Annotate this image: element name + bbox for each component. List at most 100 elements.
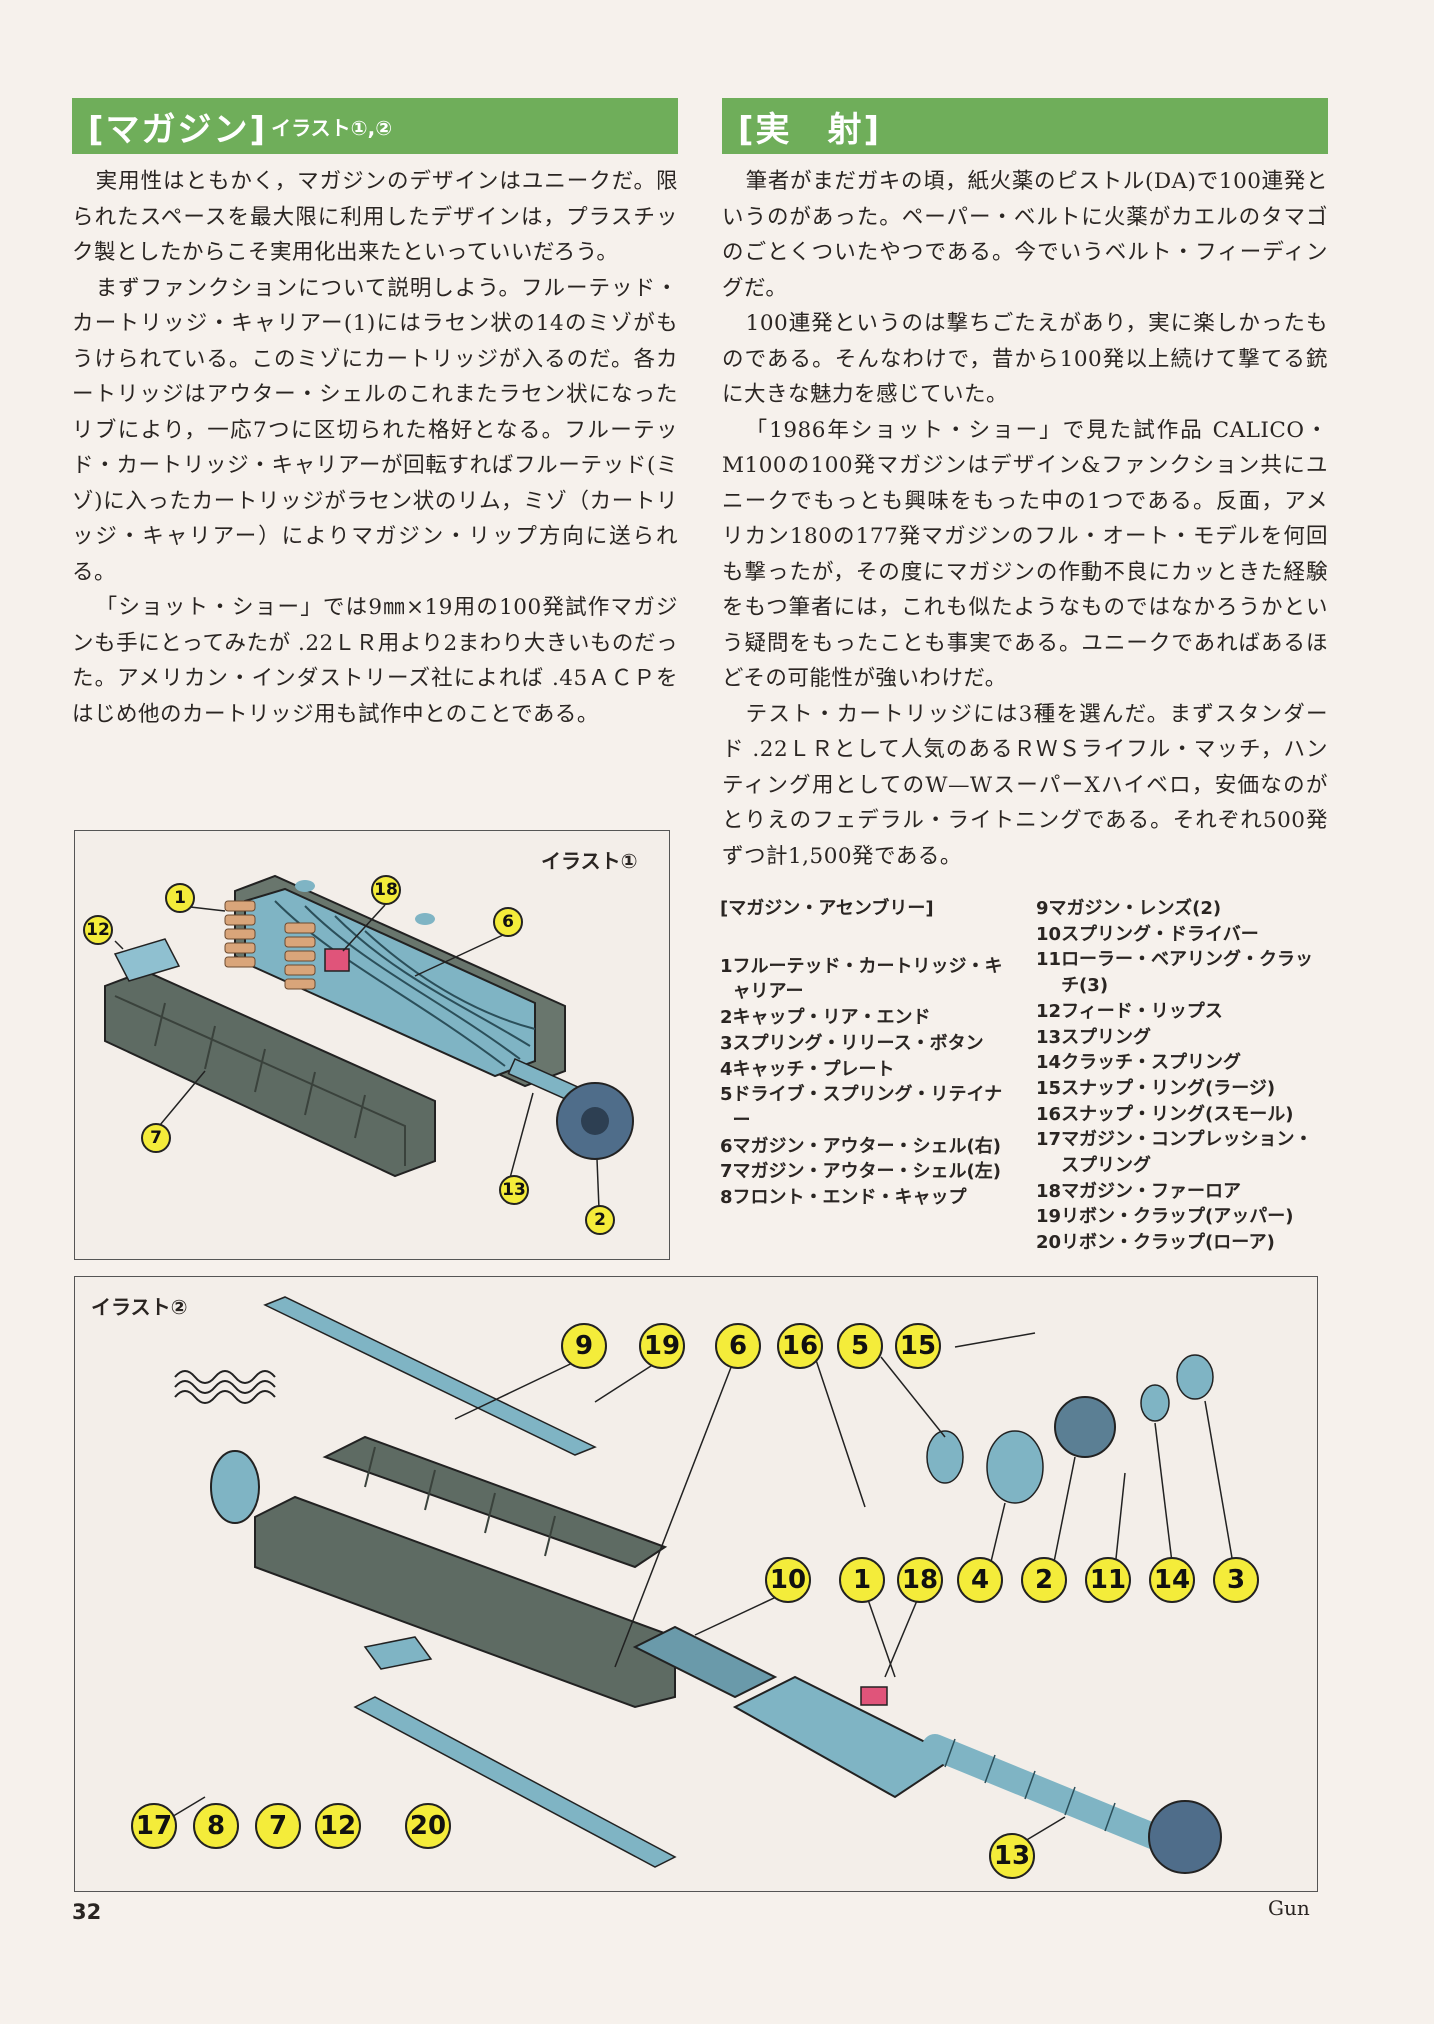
callout-10: 10 [765, 1557, 811, 1603]
callout-12: 12 [83, 915, 113, 945]
part-label: ローラー・ベアリング・クラッチ(3) [1061, 949, 1314, 997]
callout-2: 2 [1021, 1557, 1067, 1603]
heading-text: [マガジン] [88, 109, 268, 150]
part-number: 17 [1036, 1129, 1062, 1151]
part-number: 20 [1036, 1232, 1062, 1254]
part-label: フロント・エンド・キャップ [732, 1187, 967, 1209]
callout-18: 18 [897, 1557, 943, 1603]
heading-text: [実 射] [738, 109, 882, 150]
part-number: 4 [720, 1058, 733, 1080]
right-column: [実 射] 筆者がまだガキの頃，紙火薬のピストル(DA)で100連発というのがあ… [722, 98, 1328, 874]
part-number: 8 [720, 1187, 733, 1209]
callout-19: 19 [639, 1323, 685, 1369]
magazine-name: Gun [1268, 1896, 1310, 1920]
part-label: マガジン・ファーロア [1061, 1180, 1242, 1202]
part-number: 11 [1036, 949, 1062, 971]
part-label: マガジン・アウター・シェル(右) [732, 1135, 1001, 1157]
part-number: 2 [720, 1007, 733, 1029]
part-label: ドライブ・スプリング・リテイナー [732, 1084, 1003, 1131]
callout-2: 2 [585, 1205, 615, 1235]
magazine-section-heading: [マガジン] イラスト①,② [72, 98, 678, 154]
part-number: 15 [1036, 1077, 1062, 1099]
part-label: スプリング・ドライバー [1061, 923, 1259, 945]
callout-15: 15 [895, 1323, 941, 1369]
callout-16: 16 [777, 1323, 823, 1369]
part-label: クラッチ・スプリング [1061, 1052, 1242, 1074]
magazine-cutaway-drawing [104, 874, 634, 1210]
page-number: 32 [72, 1900, 102, 1924]
shooting-section-heading: [実 射] [722, 98, 1328, 154]
magazine-exploded-drawing [154, 1296, 1238, 1874]
part-label: リボン・クラップ(アッパー) [1061, 1206, 1294, 1228]
paragraph: まずファンクションについて説明しよう。フルーテッド・カートリッジ・キャリアー(1… [72, 275, 678, 585]
part-number: 18 [1036, 1180, 1062, 1202]
part-label: マガジン・レンズ(2) [1048, 898, 1222, 919]
part-number: 9 [1036, 898, 1049, 919]
callout-8: 8 [193, 1803, 239, 1849]
part-label: キャップ・リア・エンド [732, 1007, 931, 1029]
part-number: 12 [1036, 1000, 1062, 1022]
callout-7: 7 [255, 1803, 301, 1849]
callout-11: 11 [1085, 1557, 1131, 1603]
callout-7: 7 [141, 1123, 171, 1153]
paragraph: 筆者がまだガキの頃，紙火薬のピストル(DA)で100連発というのがあった。ペーパ… [722, 169, 1328, 301]
part-label: キャッチ・プレート [732, 1058, 895, 1080]
part-number: 19 [1036, 1206, 1062, 1228]
callout-13: 13 [499, 1175, 529, 1205]
callout-17: 17 [131, 1803, 177, 1849]
callout-9: 9 [561, 1323, 607, 1369]
illustration-label: イラスト② [91, 1295, 188, 1319]
assembly-title: [マガジン・アセンブリー] [720, 898, 934, 919]
paragraph: 100連発というのは撃ちごたえがあり，実に楽しかったものである。そんなわけで，昔… [722, 311, 1328, 407]
part-label: フルーテッド・カートリッジ・キャリアー [732, 955, 1003, 1003]
illustration-2-panel: イラスト② [74, 1276, 1318, 1892]
callout-4: 4 [957, 1557, 1003, 1603]
part-number: 13 [1036, 1026, 1062, 1048]
callout-18: 18 [371, 875, 401, 905]
callout-14: 14 [1149, 1557, 1195, 1603]
paragraph: 「ショット・ショー」では9㎜×19用の100発試作マガジンも手にとってみたが .… [72, 595, 678, 727]
part-label: スプリング [1061, 1026, 1152, 1048]
magazine-body: 実用性はともかく，マガジンのデザインはユニークだ。限られたスペースを最大限に利用… [72, 164, 678, 732]
part-number: 3 [720, 1032, 733, 1054]
callout-12: 12 [315, 1803, 361, 1849]
subheading-text: イラスト①,② [271, 115, 393, 140]
part-label: スナップ・リング(スモール) [1061, 1103, 1294, 1125]
part-label: スナップ・リング(ラージ) [1061, 1077, 1276, 1099]
callout-1: 1 [165, 883, 195, 913]
part-number: 5 [720, 1084, 733, 1106]
part-label: リボン・クラップ(ローア) [1061, 1232, 1275, 1254]
callout-20: 20 [405, 1803, 451, 1849]
part-number: 10 [1036, 923, 1062, 945]
part-label: フィード・リップス [1061, 1000, 1223, 1022]
part-label: マガジン・コンプレッション・スプリング [1061, 1129, 1313, 1177]
paragraph: 実用性はともかく，マガジンのデザインはユニークだ。限られたスペースを最大限に利用… [72, 169, 678, 265]
part-number: 6 [720, 1135, 733, 1157]
part-label: スプリング・リリース・ボタン [732, 1032, 984, 1054]
part-number: 16 [1036, 1103, 1062, 1125]
callout-5: 5 [837, 1323, 883, 1369]
shooting-body: 筆者がまだガキの頃，紙火薬のピストル(DA)で100連発というのがあった。ペーパ… [722, 164, 1328, 874]
paragraph: 「1986年ショット・ショー」で見た試作品 CALICO・M100の100発マガ… [722, 417, 1328, 692]
illustration-label: イラスト① [541, 849, 638, 873]
paragraph: テスト・カートリッジには3種を選んだ。まずスタンダード .22ＬＲとして人気のあ… [722, 701, 1328, 869]
callout-6: 6 [493, 907, 523, 937]
illustration-1-panel: イラスト① [74, 830, 670, 1260]
callout-6: 6 [715, 1323, 761, 1369]
